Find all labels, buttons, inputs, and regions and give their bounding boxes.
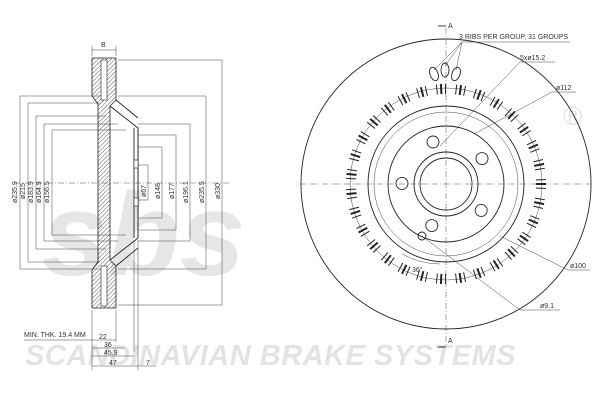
- angle-label: 36°: [412, 266, 423, 274]
- vent-rib: [473, 270, 476, 280]
- vent-rib: [352, 215, 361, 218]
- vent-rib: [402, 265, 406, 274]
- bolt-hole: [396, 177, 408, 189]
- bolt-hole: [427, 136, 439, 148]
- bolt-holes: [396, 136, 488, 232]
- dim-235-5: ø235.5: [199, 181, 206, 203]
- min-thickness-note: MIN. THK. 19.4 MM: [24, 332, 86, 339]
- vent-rib: [370, 243, 378, 250]
- vent-rib: [535, 168, 545, 170]
- vent-rib: [357, 224, 366, 228]
- vent-rib: [536, 188, 546, 189]
- vent-rib: [441, 84, 442, 94]
- bolt-holes-label: 5xø15.2: [520, 55, 545, 62]
- vent-rib: [370, 119, 378, 126]
- vent-rib: [346, 189, 356, 190]
- vent-rib: [436, 274, 437, 284]
- vent-rib: [508, 249, 515, 256]
- vent-rib: [406, 92, 410, 101]
- vent-rib: [529, 145, 538, 149]
- vent-rib: [347, 197, 357, 199]
- bolt-hole: [426, 220, 438, 232]
- vent-rib: [456, 274, 457, 284]
- vent-rib: [527, 141, 536, 145]
- dim-67: ø67: [141, 185, 148, 197]
- vent-rib: [535, 198, 545, 200]
- vent-rib: [347, 169, 357, 171]
- vent-rib: [529, 220, 538, 224]
- vent-rib: [351, 211, 361, 214]
- dim-47: 47: [109, 360, 117, 367]
- vent-rib: [460, 85, 462, 95]
- vent-rib: [417, 88, 420, 98]
- dim-7: 7: [146, 360, 150, 367]
- vent-rib: [464, 272, 466, 282]
- vent-rib: [349, 207, 359, 210]
- small-hole-label: ø9.1: [540, 303, 554, 310]
- vent-rib: [477, 268, 480, 277]
- dim-177: ø177: [169, 183, 176, 199]
- front-view: A A 3 RIBS PER GROUP, 31 GROUPS 5xø15.2: [300, 23, 591, 347]
- width-mark-label: B: [101, 42, 106, 49]
- vent-rib: [477, 90, 480, 99]
- vent-rib: [534, 164, 544, 166]
- vent-rib: [351, 154, 361, 157]
- vent-rib: [533, 160, 543, 162]
- dim-36: 36: [104, 342, 112, 349]
- vent-rib: [436, 85, 437, 95]
- bolt-hole: [476, 153, 488, 165]
- vent-rib: [425, 86, 427, 96]
- dim-235-9: ø235.9: [12, 181, 19, 203]
- dim-148: ø148: [155, 183, 162, 199]
- vent-rib: [402, 94, 406, 103]
- vent-rib: [349, 158, 359, 161]
- bolt-hole: [475, 204, 487, 216]
- vent-rib: [406, 267, 410, 276]
- dim-215: ø215: [20, 183, 27, 199]
- dim-183-9: ø183.9: [28, 181, 35, 203]
- dim-164-9: ø164.9: [36, 181, 43, 203]
- vent-rib: [481, 267, 485, 276]
- hub-dia-label: ø100: [570, 263, 586, 270]
- dim-45-9: 45.9: [104, 350, 118, 357]
- vent-rib: [533, 206, 543, 208]
- vent-rib: [527, 223, 536, 227]
- vent-rib: [530, 216, 539, 220]
- vent-rib: [473, 89, 476, 99]
- dim-156-5: ø156.5: [44, 181, 51, 203]
- vent-rib: [536, 180, 546, 181]
- vent-rib: [352, 150, 361, 153]
- vent-rib: [534, 202, 544, 204]
- vent-rib: [425, 272, 427, 282]
- pcd-label: ø112: [556, 85, 572, 92]
- vent-rib: [530, 149, 539, 153]
- section-mark-top: A: [448, 23, 453, 30]
- vent-rib: [441, 274, 442, 284]
- ribs-note: 3 RIBS PER GROUP, 31 GROUPS: [459, 34, 569, 41]
- dim-330: ø330: [215, 183, 222, 199]
- vent-rib: [464, 86, 466, 96]
- vent-rib: [456, 85, 457, 95]
- vent-rib: [347, 193, 357, 194]
- vent-rib: [460, 273, 462, 283]
- section-mark-bottom: A: [448, 338, 453, 345]
- dim-196-1: ø196.1: [183, 181, 190, 203]
- vent-rib: [357, 140, 366, 144]
- vent-rib: [421, 87, 424, 97]
- vent-rib: [347, 174, 357, 175]
- dim-22: 22: [99, 334, 107, 341]
- vent-rib: [346, 178, 356, 179]
